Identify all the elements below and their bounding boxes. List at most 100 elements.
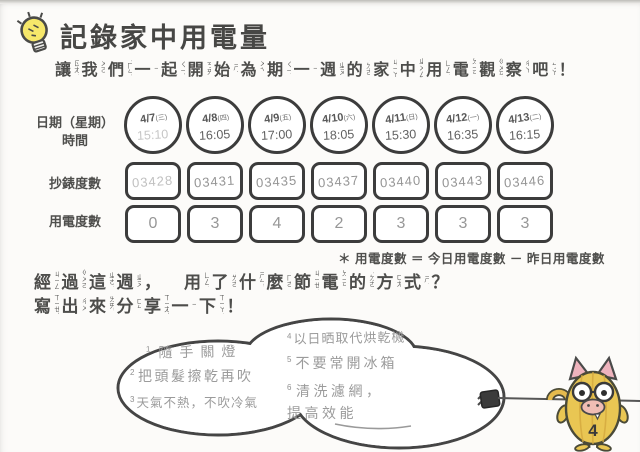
energy-saving-tip: 3天氣不熱，不吹冷氣: [130, 392, 330, 411]
character: 電: [321, 272, 339, 292]
tip-number: 4: [286, 331, 293, 341]
ruby-token: 用ㄩㄥˋ: [426, 56, 450, 80]
bopomofo-annotation: ㄖㄤˋ: [72, 60, 79, 76]
character: 一: [171, 296, 189, 316]
page-title: 記錄家中用電量: [60, 23, 270, 53]
date-time-circle: 4/12(一)16:35: [434, 96, 492, 154]
bopomofo-annotation: ㄩㄥˋ: [202, 272, 209, 288]
usage-value: 3: [210, 215, 220, 232]
date-value: 4/8: [201, 111, 218, 126]
ruby-token: 察ㄔㄚˊ: [506, 56, 530, 80]
character: 麼: [266, 272, 284, 292]
time-value: 18:05: [323, 127, 355, 143]
bopomofo-annotation: ㄍㄨㄛˋ: [80, 269, 86, 291]
character: 觀: [479, 62, 496, 79]
ruby-token: 吧˙ㄅㄚ: [532, 56, 556, 80]
bopomofo-annotation: ˙ㄅㄚ: [549, 60, 556, 76]
bopomofo-annotation: ㄎㄞ: [205, 61, 212, 75]
bopomofo-annotation: ㄈㄣ: [135, 297, 141, 311]
meter-reading-value: 03435: [255, 172, 299, 190]
bopomofo-annotation: ㄓㄡ: [135, 273, 141, 287]
mascot-fang: [594, 413, 601, 421]
date-value: 4/13: [507, 111, 531, 127]
character: 節: [294, 272, 311, 292]
bopomofo-annotation: ㄧ: [190, 301, 196, 307]
meter-reading-value: 03440: [379, 172, 423, 190]
character: 式: [404, 272, 421, 292]
bopomofo-annotation: ㄔㄚˊ: [523, 60, 530, 76]
character: 始: [214, 62, 231, 79]
character: 電: [452, 62, 469, 79]
bopomofo-annotation: ㄒㄧㄤˇ: [162, 293, 169, 315]
yellow-monster-mascot: 4: [556, 355, 629, 452]
bopomofo-annotation: ㄕˋ: [422, 275, 429, 285]
energy-saving-tip: 6清洗濾網， 提高效能: [287, 380, 477, 425]
meter-box: 03437: [311, 162, 367, 200]
date-value: 4/7: [138, 111, 156, 127]
energy-saving-tip: 5不要常開冰箱: [287, 353, 477, 373]
tip-number: 2: [130, 368, 137, 378]
bopomofo-annotation: ㄑㄧˇ: [178, 61, 185, 75]
ruby-token: 為ㄨㄟˊ: [241, 56, 265, 80]
usage-value: 3: [520, 215, 530, 232]
character: 期: [267, 62, 284, 79]
meter-reading-value: 03437: [317, 172, 361, 190]
ruby-token: 們˙ㄇㄣ: [108, 56, 132, 80]
bopomofo-annotation: ˙ㄉㄜ: [364, 60, 371, 76]
meter-reading-value: 03443: [441, 172, 485, 190]
mascot-snout: [580, 398, 606, 416]
time-value: 15:30: [385, 127, 417, 143]
meter-box: 03428: [125, 162, 181, 200]
character: 用: [184, 272, 201, 292]
character: 我: [81, 62, 98, 79]
usage-value: 4: [272, 215, 282, 232]
ruby-token: 什ㄕㄣˊ: [239, 268, 264, 292]
time-value: 17:00: [261, 127, 293, 143]
tip-text: 隨手關燈: [158, 342, 243, 361]
ruby-token: ？: [432, 268, 449, 292]
ruby-token: 起ㄑㄧˇ: [161, 56, 185, 80]
character: 下: [199, 296, 216, 316]
character: [164, 268, 181, 293]
bopomofo-annotation: ㄨㄛˇ: [99, 60, 106, 76]
character: 開: [187, 62, 204, 79]
bopomofo-annotation: ㄉㄧㄢˋ: [470, 57, 477, 79]
date-time-circle: 4/8(四)16:05: [186, 96, 244, 154]
character: 吧: [532, 62, 549, 79]
bopomofo-annotation: ㄨㄟˊ: [258, 60, 265, 76]
ruby-token: 下ㄒㄧㄚˋ: [199, 292, 224, 316]
ruby-token: 來ㄌㄞˊ: [89, 292, 114, 316]
tips-right-column: 4以日晒取代烘乾機 5不要常開冰箱 6清洗濾網， 提高效能: [287, 327, 477, 425]
ruby-token: 一ㄧ: [294, 56, 318, 80]
underline-flourish: [334, 423, 412, 430]
bopomofo-annotation: ㄧ: [152, 65, 159, 71]
character: 一: [293, 62, 310, 79]
day-column: 4/8(四)16:05 03431 3: [184, 96, 246, 243]
energy-saving-tip: 4以日晒取代烘乾機: [287, 325, 477, 347]
bopomofo-annotation: ˙ㄌㄜ: [230, 272, 236, 288]
tip-number: 6: [287, 383, 295, 393]
meter-reading-value: 03446: [503, 172, 547, 190]
time-value: 16:15: [509, 127, 541, 143]
usage-box: 3: [187, 205, 243, 243]
character: 們: [108, 62, 125, 79]
bopomofo-annotation: ㄐㄧㄥ: [52, 270, 59, 290]
bopomofo-annotation: ㄌㄞˊ: [107, 296, 114, 312]
meter-reading-value: 03431: [193, 172, 237, 190]
tip-number: 5: [287, 355, 295, 365]
ruby-token: 的˙ㄉㄜ: [347, 56, 371, 80]
bopomofo-annotation: ㄩㄥˋ: [443, 60, 450, 76]
meter-box: 03440: [373, 162, 429, 200]
ruby-token: 始ㄕˇ: [214, 56, 238, 80]
character: 經: [34, 272, 51, 292]
character: 讓: [55, 62, 72, 79]
date-weekday: 4/12(一): [445, 106, 480, 128]
bopomofo-annotation: ㄍㄨㄢ: [496, 58, 503, 78]
